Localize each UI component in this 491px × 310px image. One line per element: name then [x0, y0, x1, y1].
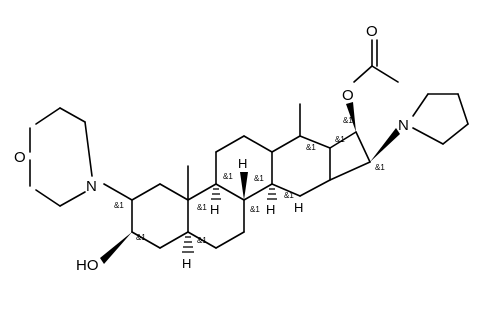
- stereo-tag-c14: &1: [254, 174, 264, 183]
- acetyl-methyl-bond: [371, 65, 399, 83]
- stereo-tag-c10: &1: [197, 203, 207, 212]
- pyrrolidine-ring: [412, 93, 469, 145]
- stereo-tag-c13: &1: [306, 143, 316, 152]
- carbonyl-oxygen: O: [366, 23, 378, 40]
- c9-hydrogen: H: [210, 202, 219, 217]
- c15-hydrogen: H: [294, 200, 303, 215]
- ring-b: [187, 183, 245, 249]
- n-pyrrolidine-wedge: [370, 128, 400, 162]
- c8-wedge-h: [240, 172, 248, 200]
- c5-hash-h: [182, 236, 194, 253]
- morpholine-ring: [29, 107, 93, 207]
- stereo-tags: &1 &1 &1 &1 &1 &1 &1 &1 &1 &1 &1 &1: [114, 116, 385, 245]
- stereo-tag-c8: &1: [250, 205, 260, 214]
- ring-d-extra: [329, 131, 371, 181]
- stereo-tag-c2: &1: [114, 201, 124, 210]
- pyrrolidine-nitrogen: N: [398, 117, 409, 134]
- c9-hash-h: [211, 188, 221, 200]
- c14-hydrogen: H: [266, 202, 275, 217]
- stereo-tag-c16: &1: [375, 163, 385, 172]
- hydroxyl-label: HO: [76, 257, 99, 274]
- ring-c: [215, 135, 273, 201]
- ring-d: [271, 135, 331, 197]
- stereo-tag-c15: &1: [284, 191, 294, 200]
- stereo-tag-c17b: &1: [343, 116, 353, 125]
- ester-oxygen: O: [342, 87, 354, 104]
- o-ester-wedge: [346, 102, 356, 132]
- c8-hydrogen: H: [238, 156, 247, 171]
- stereo-tag-c3: &1: [136, 233, 146, 242]
- c5-hydrogen: H: [182, 256, 191, 271]
- morpholine-oxygen: O: [14, 149, 26, 166]
- stereo-tag-c5: &1: [197, 236, 207, 245]
- ester-o-c-bond: [353, 65, 373, 83]
- ring-a: [103, 183, 189, 249]
- c14-hash-h: [267, 188, 277, 200]
- stereo-tag-c17: &1: [335, 135, 345, 144]
- ho-wedge-bond: [100, 232, 132, 264]
- stereo-tag-c9: &1: [223, 172, 233, 181]
- morpholine-nitrogen: N: [86, 178, 97, 195]
